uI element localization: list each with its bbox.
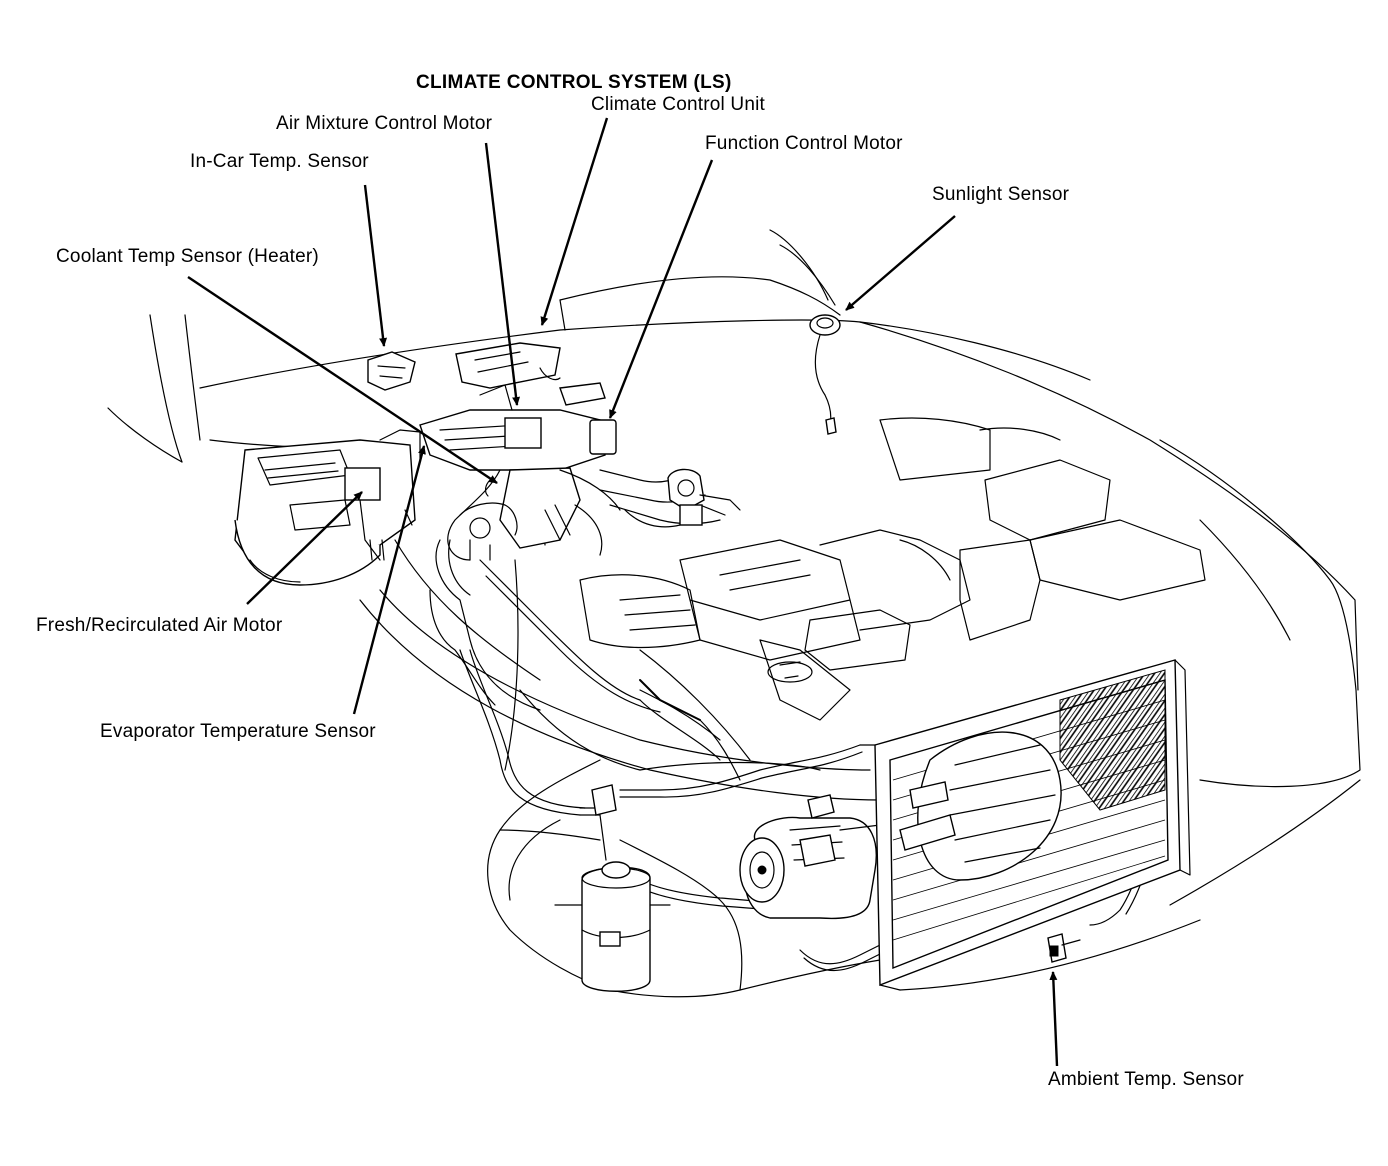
label-ambient-temp-sensor: Ambient Temp. Sensor (1048, 1069, 1244, 1090)
car-body-outline (107, 229, 1361, 998)
leader-lines (187, 117, 1059, 1067)
label-climate-control-unit: Climate Control Unit (591, 94, 765, 115)
label-coolant-temp-sensor: Coolant Temp Sensor (Heater) (56, 246, 319, 267)
label-evaporator-temperature-sensor: Evaporator Temperature Sensor (100, 721, 376, 742)
receiver-drier (554, 784, 671, 992)
label-sunlight-sensor: Sunlight Sensor (932, 184, 1070, 205)
ac-compressor (739, 794, 901, 920)
label-in-car-temp-sensor: In-Car Temp. Sensor (190, 151, 369, 172)
dash-components (367, 314, 841, 435)
engine-bay (579, 417, 1206, 781)
condenser (874, 659, 1191, 991)
hvac-center-module (419, 384, 741, 561)
hvac-heater-box (234, 429, 421, 586)
label-fresh-recirculated-air-motor: Fresh/Recirculated Air Motor (36, 615, 283, 636)
ambient-sensor-part (1047, 933, 1081, 963)
label-function-control-motor: Function Control Motor (705, 133, 903, 154)
diagram-title: CLIMATE CONTROL SYSTEM (LS) (416, 72, 732, 93)
label-air-mixture-control-motor: Air Mixture Control Motor (276, 113, 493, 134)
